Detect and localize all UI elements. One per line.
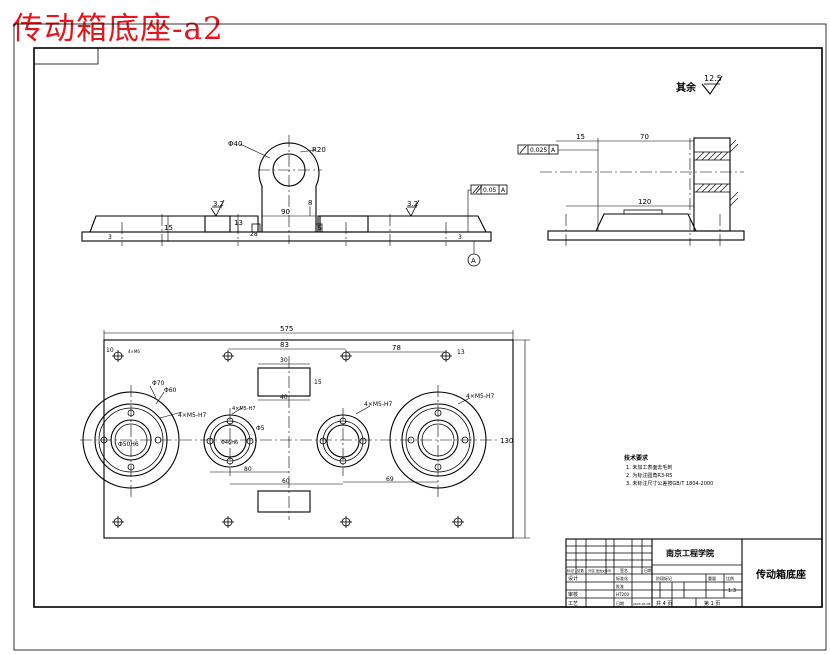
plan-dia-46: Φ46H6: [221, 440, 238, 446]
plan-thread-b: 4×M5-H7: [232, 406, 256, 412]
title-block-scale-label: 比例: [726, 575, 734, 581]
roughness-note-value: 12.5: [704, 74, 722, 83]
front-right-mark: 3: [458, 234, 462, 241]
front-left-block: [204, 215, 231, 233]
plan-dim-13: 13: [457, 349, 465, 356]
plan-dim-30: 30: [280, 357, 288, 364]
side-base-plate: [547, 230, 745, 241]
title-block-weight: 重量: [708, 575, 716, 581]
title-block-col-2: 处数: [577, 568, 585, 573]
title-block-row-design: 设计: [568, 575, 578, 582]
title-block-school: 南京工程学院: [666, 548, 714, 558]
front-parallel-tol: 0.05: [483, 187, 497, 194]
title-block-col-4: 更改文件号: [596, 568, 611, 573]
title-block-row-process: 工艺: [568, 601, 578, 607]
front-dim-5: 5: [318, 225, 322, 232]
front-datum-letter: A: [471, 257, 476, 265]
roughness-note: 其余 12.5: [676, 74, 723, 95]
front-rough-left: 3.2: [213, 200, 224, 208]
title-block-sheet-no: 第 1 页: [704, 600, 720, 607]
front-boss-radius: R20: [312, 146, 326, 154]
plan-dim-78: 78: [392, 344, 401, 352]
plan-slot-top: [257, 367, 311, 397]
plan-dia-60: Φ60: [164, 387, 177, 394]
title-block-scale: 1:3: [728, 588, 736, 594]
front-view: Φ40 R20 3.2 3.2 90 8 13 15 28 5 3 3 0.05…: [81, 135, 508, 267]
front-parallel-tol-frame: [470, 184, 508, 195]
title-block-sub-date: 日期: [616, 600, 624, 606]
front-left-mark: 3: [108, 234, 112, 241]
plan-dim-69: 69: [386, 476, 394, 483]
plan-dim-60: 60: [282, 478, 290, 485]
front-dim-8: 8: [308, 199, 312, 207]
title-block-col-5: 签名: [620, 567, 628, 573]
plan-dim-10: 10: [106, 347, 114, 354]
corner-code-box: [33, 47, 99, 65]
side-perp-datum: A: [551, 147, 556, 154]
title-block-stage: 阶段标记: [656, 575, 672, 581]
plan-overall-width: 575: [280, 325, 293, 333]
tech-notes-heading: 技术要求: [624, 454, 649, 462]
side-dim-15: 15: [576, 133, 585, 141]
front-dim-28: 28: [250, 231, 258, 238]
plan-dia-5: Φ5: [256, 425, 265, 432]
front-dim-15: 15: [164, 224, 173, 232]
side-hatch: [695, 139, 739, 207]
side-upright: [693, 137, 731, 232]
plan-thread-a: 4×M5-H7: [178, 412, 207, 419]
title-block-drawing-name: 传动箱底座: [755, 568, 806, 581]
plan-dia-50: Φ50H6: [118, 441, 139, 448]
title-block-sub-std: 标准化: [616, 575, 628, 581]
plan-dim-83: 83: [280, 341, 289, 349]
plan-slot-bottom: [257, 490, 311, 513]
front-base-plate: [81, 231, 492, 242]
front-dim-13: 13: [234, 219, 243, 227]
tech-note-3: 3. 未标注尺寸公差按GB/T 1804-2000: [626, 480, 713, 487]
title-block-col-1: 标记: [567, 568, 575, 573]
title-block-sub-approve: 批准: [616, 583, 624, 589]
title-block-row-review: 审核: [568, 591, 578, 598]
front-parallel-datum: A: [501, 187, 506, 194]
plan-dim-80: 80: [244, 466, 252, 473]
title-block-material: HT200: [616, 592, 630, 597]
plan-dim-130: 130: [500, 437, 513, 445]
side-perp-tol-frame: [517, 144, 559, 155]
plan-dim-40: 40: [280, 394, 288, 401]
plan-base-outline: [103, 339, 514, 539]
front-boss-dia: Φ40: [228, 140, 242, 148]
front-rough-right: 3.2: [407, 200, 418, 208]
plan-thread-d: 4×M5-H7: [466, 393, 495, 400]
front-mid-block: [319, 215, 369, 233]
outer-frame: [13, 23, 827, 651]
front-dim-90: 90: [281, 208, 290, 216]
side-perp-tol: 0.025: [530, 147, 547, 154]
title-block-sheet-total: 共 4 页: [656, 600, 672, 607]
plan-dia-70: Φ70: [152, 380, 165, 387]
roughness-note-label: 其余: [676, 81, 697, 94]
tech-notes: 技术要求 1. 未加工表面去毛刺 2. 为标注圆角R3-R5 3. 未标注尺寸公…: [624, 454, 713, 487]
side-dim-70: 70: [640, 133, 649, 141]
tech-note-1: 1. 未加工表面去毛刺: [626, 464, 672, 471]
front-datum-circle: [467, 253, 481, 267]
plan-dim-15: 15: [314, 379, 322, 386]
title-block-date-code: 2024-05-08: [633, 602, 651, 606]
plan-view: 575 130 83 78 10 4×M6 13 30 15 40: [80, 325, 530, 539]
inner-frame: [33, 47, 823, 608]
plan-mounting-holes: [112, 350, 464, 528]
title-block-col-3: 分区: [588, 568, 596, 573]
tech-note-2: 2. 为标注圆角R3-R5: [626, 472, 672, 479]
side-view: 15 70 120 0.025 A: [517, 133, 745, 246]
title-block: 南京工程学院 传动箱底座 标记 处数 分区 更改文件号 签名 日期 设计 标准化…: [565, 538, 823, 608]
side-dim-120: 120: [638, 198, 651, 206]
title-block-col-6: 日期: [644, 567, 652, 573]
plan-thread-c: 4×M5-H7: [364, 401, 393, 408]
drawing-title-overlay: 传动箱底座-a2: [12, 11, 224, 47]
plan-small-note: 4×M6: [128, 349, 140, 354]
